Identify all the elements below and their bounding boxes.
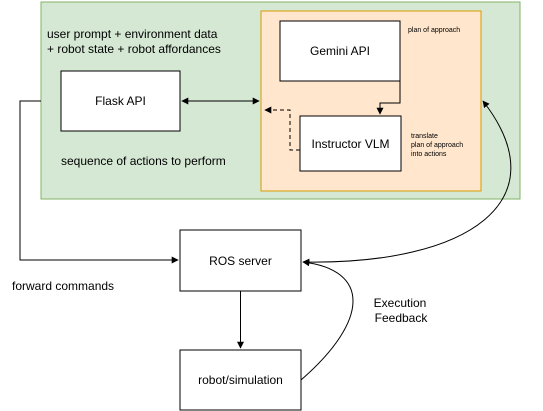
flask-api-label: Flask API [95, 94, 146, 108]
translate-annotation-line1: translate [411, 133, 438, 140]
ros-server-node [179, 229, 302, 292]
ros-server-label: ROS server [209, 254, 272, 268]
sequence-label: sequence of actions to perform [61, 154, 226, 168]
execution-feedback-label-line2: Feedback [375, 311, 429, 325]
group-to-ros-edge [19, 100, 179, 264]
translate-annotation-line2: plan of approach [411, 142, 463, 149]
plan-of-approach-annotation: plan of approach [408, 27, 460, 34]
forward-commands-label: forward commands [12, 279, 114, 293]
flask-api-node [60, 70, 181, 132]
instructor-vlm-label: Instructor VLM [311, 137, 389, 151]
robot-simulation-label: robot/simulation [198, 373, 283, 387]
execution-feedback-label-line1: Execution [374, 296, 427, 310]
gemini-api-label: Gemini API [310, 44, 370, 58]
ros-to-vlm-group-edge [302, 100, 512, 266]
robot-to-ros-feedback-edge [300, 259, 354, 381]
robot-simulation-node [179, 349, 302, 411]
translate-annotation-line3: into actions [411, 151, 447, 158]
outer-group-label-line1: user prompt + environment data [47, 27, 218, 41]
outer-group-label-line2: + robot state + robot affordances [47, 42, 221, 56]
gemini-api-node [279, 20, 401, 82]
instructor-to-flask-dashed-edge [264, 106, 300, 151]
